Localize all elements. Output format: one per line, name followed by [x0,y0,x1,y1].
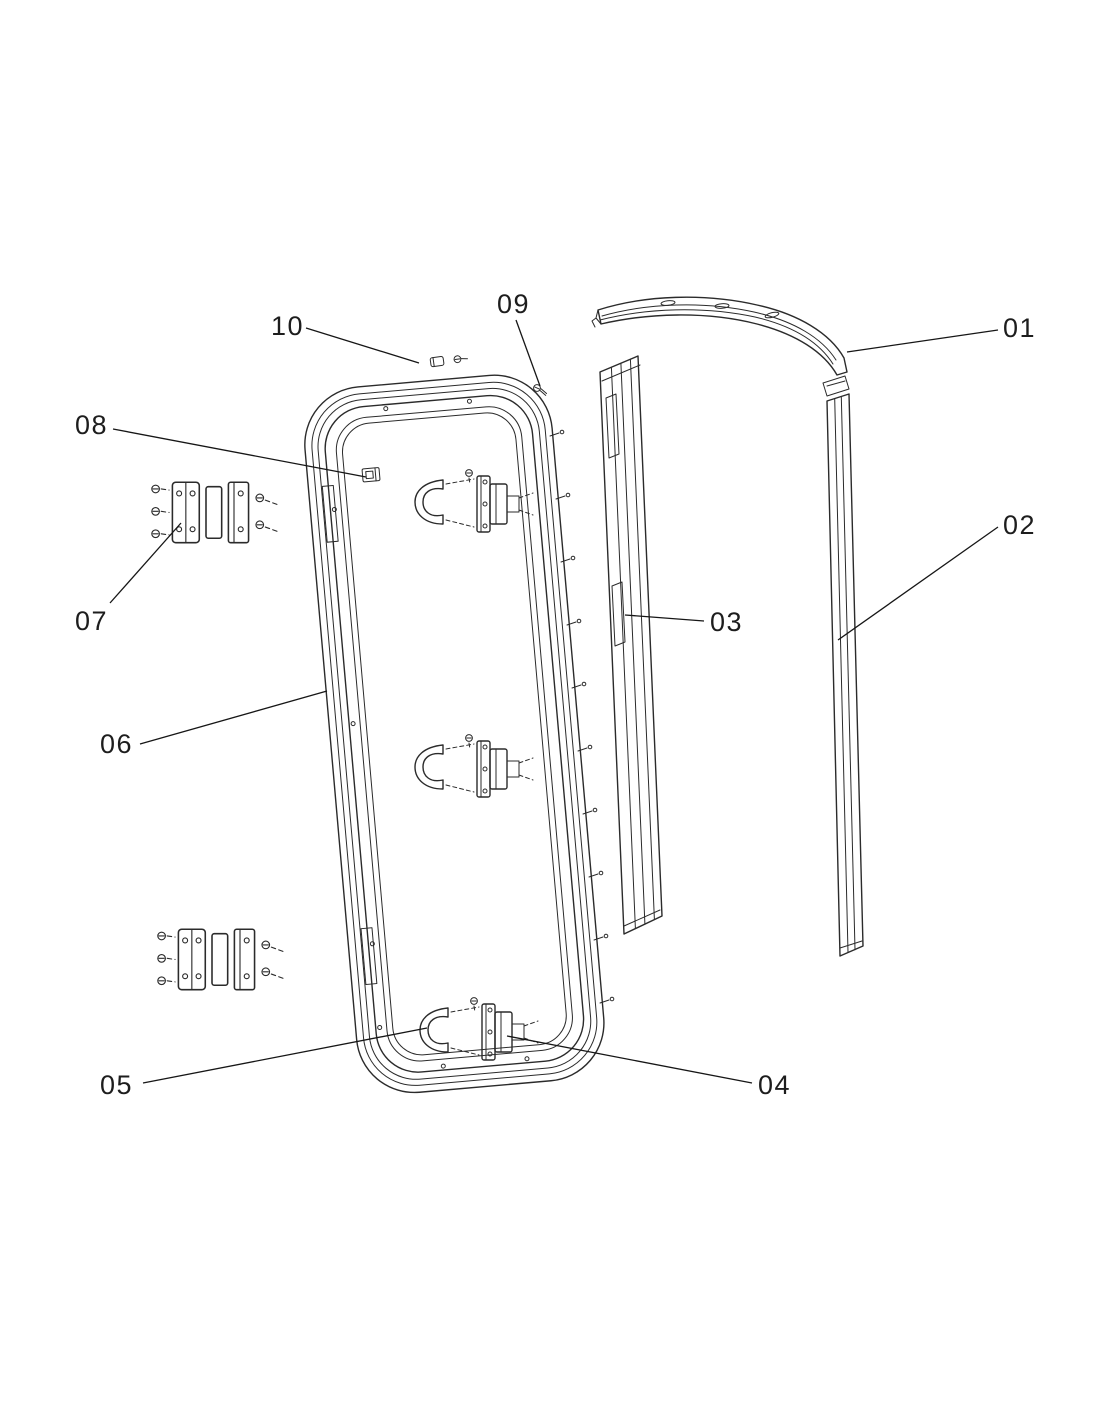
callout-01-label: 01 [1003,313,1036,343]
callout-06: 06 [100,690,328,759]
screw-part [531,382,548,396]
callout-07-leader [109,522,182,604]
callout-07: 07 [75,522,182,636]
door-edge-fasteners [549,429,615,1004]
callout-03-label: 03 [710,607,743,637]
latch-assembly-middle [415,735,533,797]
hinge-recess-bottom [360,927,378,986]
callout-04: 04 [506,1035,791,1100]
callout-09-label: 09 [497,289,530,319]
hinge-recess-top [321,484,339,543]
latch-assembly-bottom [420,998,538,1060]
door-frame-part [304,374,605,1094]
callout-03: 03 [624,607,743,637]
callout-02-leader [837,526,999,641]
callout-01-leader [846,329,999,353]
callout-06-label: 06 [100,729,133,759]
callout-04-leader [506,1035,753,1084]
callout-01: 01 [846,313,1036,353]
callout-10: 10 [271,311,420,364]
callout-05: 05 [100,1027,428,1100]
callout-08-label: 08 [75,410,108,440]
callout-07-label: 07 [75,606,108,636]
callout-02: 02 [837,510,1036,641]
callout-10-label: 10 [271,311,304,341]
callout-03-leader [624,614,705,622]
callout-06-leader [139,690,328,745]
plug-screw-part [429,354,468,368]
extrusion-slot-top [605,393,620,459]
callout-10-leader [305,327,420,364]
latch-assembly-top [415,470,533,532]
callout-09: 09 [497,289,541,387]
extrusion-slot-mid [611,581,626,647]
clip-part [361,467,381,483]
side-strip-part [822,375,864,957]
callout-05-leader [142,1027,428,1084]
callout-09-leader [515,319,541,387]
top-rail-part [591,296,848,376]
hinge-assembly-top [152,482,278,542]
hinge-assembly-bottom [158,929,284,989]
callout-08-leader [112,428,367,478]
callout-02-label: 02 [1003,510,1036,540]
extrusion-part [599,355,663,935]
callout-08: 08 [75,410,367,478]
callout-05-label: 05 [100,1070,133,1100]
callout-04-label: 04 [758,1070,791,1100]
